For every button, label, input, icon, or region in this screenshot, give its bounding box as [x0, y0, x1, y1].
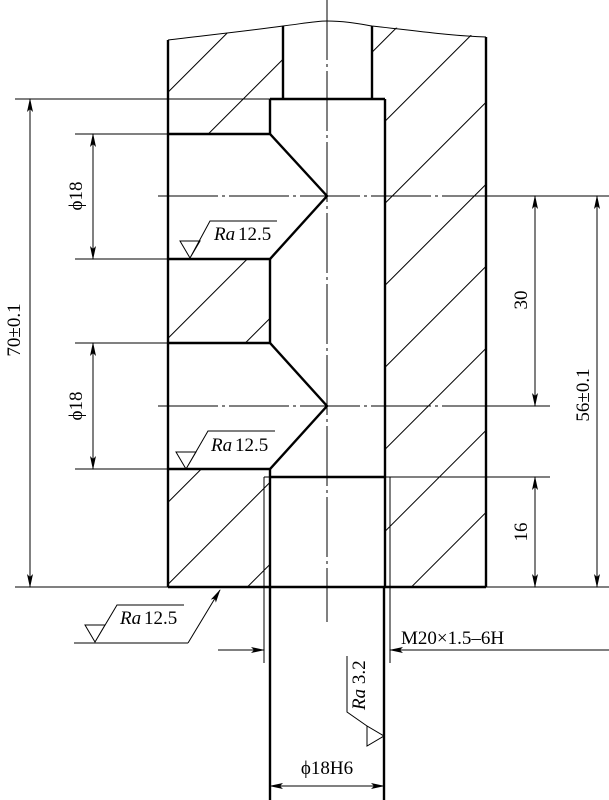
dim-lower-hole-dia: ϕ18	[66, 391, 87, 420]
dim-hole-spacing: 30	[511, 291, 532, 310]
roughness-symbol-bottom: Ra 12.5	[74, 589, 221, 644]
dim-bore-fit: ϕ18H6	[301, 758, 353, 779]
dimension-lines	[27, 98, 609, 789]
svg-text:12.5: 12.5	[238, 224, 271, 245]
dim-overall-height: 70±0.1	[4, 303, 25, 356]
extension-lines	[15, 98, 609, 588]
svg-text:Ra 3.2: Ra 3.2	[349, 660, 370, 711]
svg-text:12.5: 12.5	[235, 435, 268, 456]
svg-text:12.5: 12.5	[144, 608, 177, 629]
dim-hole-to-bottom: 56±0.1	[573, 368, 594, 421]
svg-text:Ra: Ra	[213, 224, 235, 245]
roughness-symbol-lower: Ra 12.5	[175, 430, 275, 470]
dim-thread-spec: M20×1.5–6H	[401, 628, 504, 649]
dim-thread-depth: 16	[511, 523, 532, 542]
svg-text:Ra: Ra	[210, 435, 232, 456]
roughness-symbol-upper: Ra 12.5	[179, 220, 277, 259]
svg-text:Ra: Ra	[119, 608, 141, 629]
hatch-sections	[168, 26, 486, 587]
roughness-symbol-bore: Ra 3.2	[346, 656, 385, 747]
center-lines	[158, 0, 550, 622]
dim-upper-hole-dia: ϕ18	[66, 181, 87, 210]
